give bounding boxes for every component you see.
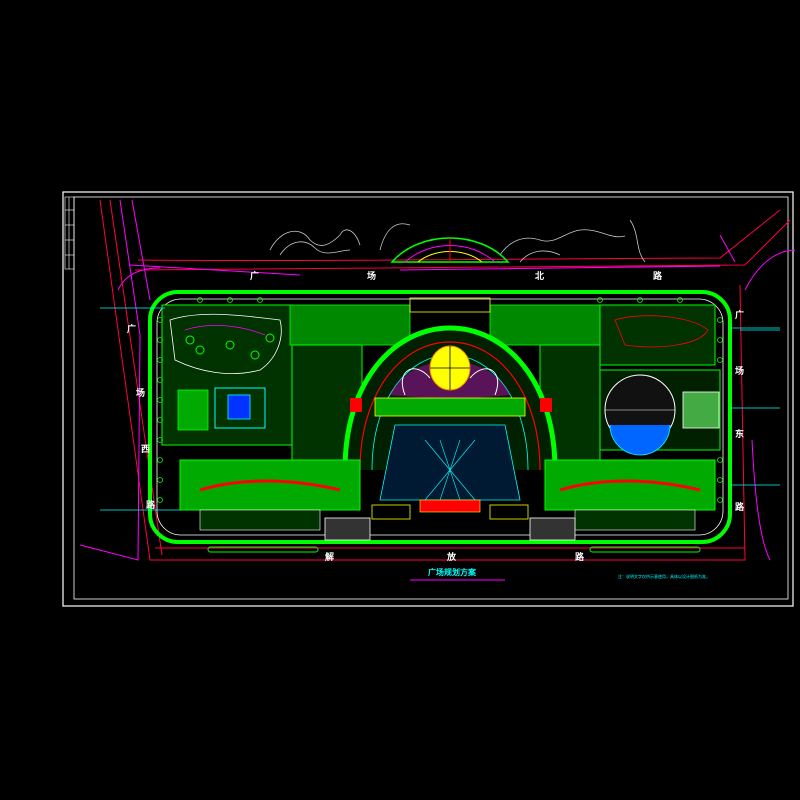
road-char: 解 (325, 551, 334, 563)
annotation-leaders (100, 307, 780, 511)
tree-row (157, 297, 723, 503)
sidewalk-strip (589, 546, 701, 553)
road-label-south: 解 放 路 (325, 551, 585, 563)
title-block-strip (64, 196, 75, 270)
terrain-contours (269, 219, 646, 263)
inner-frame (73, 196, 789, 600)
drawing-title: 广场规划方案 (428, 567, 477, 577)
entry-walk (409, 297, 491, 313)
road-char: 路 (653, 270, 663, 282)
east-garden (599, 304, 721, 456)
north-edge-band (489, 304, 601, 346)
south-band-east (544, 459, 716, 531)
central-plaza (342, 325, 558, 513)
drawing-note: 注：说明文字仅供示意使用，具体以设计图纸为准。 (618, 573, 710, 579)
road-char: 放 (446, 551, 457, 563)
road-label-west: 广 场 西 路 (127, 323, 156, 511)
road-char: 路 (575, 551, 585, 563)
north-edge-band (289, 304, 411, 346)
road-char: 场 (136, 387, 145, 399)
road-char: 场 (735, 365, 744, 377)
road-char: 西 (141, 444, 150, 455)
west-garden (161, 304, 293, 446)
road-lines (99, 199, 791, 561)
south-gates (324, 504, 576, 541)
road-label-north: 广 场 北 路 (250, 270, 663, 282)
road-char: 广 (735, 309, 744, 321)
south-band-west (179, 459, 361, 531)
site-boundary-inner (156, 298, 724, 536)
road-char: 广 (127, 323, 136, 335)
road-char: 场 (367, 270, 376, 282)
road-char: 路 (146, 499, 156, 511)
magenta-road-lines (79, 199, 796, 561)
road-char: 北 (535, 270, 544, 282)
road-char: 路 (735, 501, 745, 513)
road-char: 广 (250, 270, 259, 282)
sheet-border (62, 191, 794, 607)
north-pavilion (390, 237, 510, 263)
road-label-east: 广 场 东 路 (735, 309, 745, 513)
road-char: 东 (735, 428, 744, 440)
sidewalk-strip (207, 546, 319, 553)
site-boundary (148, 290, 732, 544)
